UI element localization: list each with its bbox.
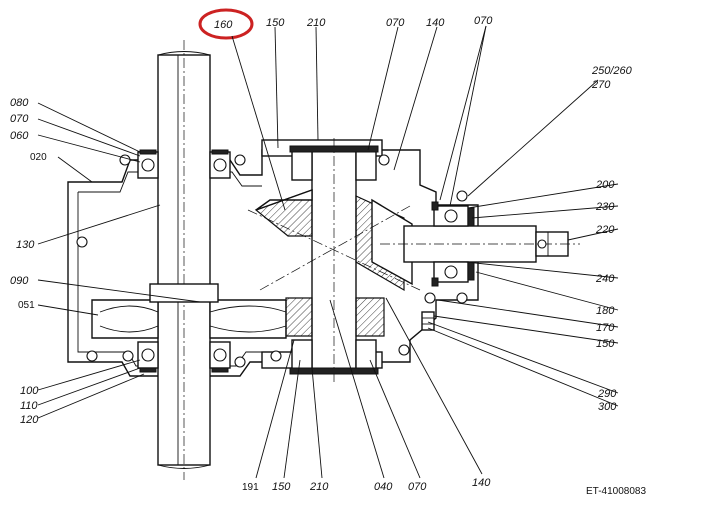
label-020[interactable]: 020 [30,152,47,163]
label-290[interactable]: 290 [597,388,617,400]
label-150-right[interactable]: 150 [596,338,615,350]
bevel-gear-right [355,195,413,292]
label-090[interactable]: 090 [10,275,29,287]
label-160[interactable]: 160 [214,19,233,31]
label-210-bottom[interactable]: 210 [309,481,329,493]
label-070-bottom[interactable]: 070 [408,481,427,493]
label-240[interactable]: 240 [595,273,615,285]
label-140-bottom[interactable]: 140 [472,477,491,489]
drain-plug [421,311,435,331]
label-100[interactable]: 100 [20,385,39,397]
construction-lines [247,205,421,291]
label-080[interactable]: 080 [10,97,29,109]
label-270[interactable]: 270 [591,79,611,91]
part-labels: 160 150 210 070 140 070 250/260 270 080 … [10,15,646,497]
vertical-shaft [157,40,211,480]
leader-lines [37,25,619,479]
bevel-gear-upper [254,189,313,237]
label-040[interactable]: 040 [374,481,393,493]
label-220[interactable]: 220 [595,224,615,236]
label-060[interactable]: 060 [10,130,29,142]
label-140-top[interactable]: 140 [426,17,445,29]
housing-bolt-holes [76,154,468,368]
large-gear [91,283,287,339]
label-150-top[interactable]: 150 [266,17,285,29]
label-230[interactable]: 230 [595,201,615,213]
label-150-bottom[interactable]: 150 [272,481,291,493]
label-200[interactable]: 200 [595,179,615,191]
label-191[interactable]: 191 [242,482,259,493]
reference-code: ET-41008083 [586,486,646,497]
label-250-260[interactable]: 250/260 [591,65,633,77]
label-070-top-right[interactable]: 070 [474,15,493,27]
label-300[interactable]: 300 [598,401,617,413]
lower-bearing [137,341,231,373]
label-130[interactable]: 130 [16,239,35,251]
output-shaft [380,225,580,263]
label-170[interactable]: 170 [596,322,615,334]
label-051[interactable]: 051 [18,300,35,311]
spur-gear-lower [285,297,385,337]
highlight-ellipse [198,8,254,40]
label-070-left[interactable]: 070 [10,113,29,125]
label-110[interactable]: 110 [20,400,38,412]
output-bearings [431,201,475,287]
label-180[interactable]: 180 [596,305,615,317]
label-210-top[interactable]: 210 [306,17,326,29]
label-070-top[interactable]: 070 [386,17,405,29]
upper-bearing [137,149,231,179]
label-120[interactable]: 120 [20,414,39,426]
cross-shaft [289,138,379,382]
